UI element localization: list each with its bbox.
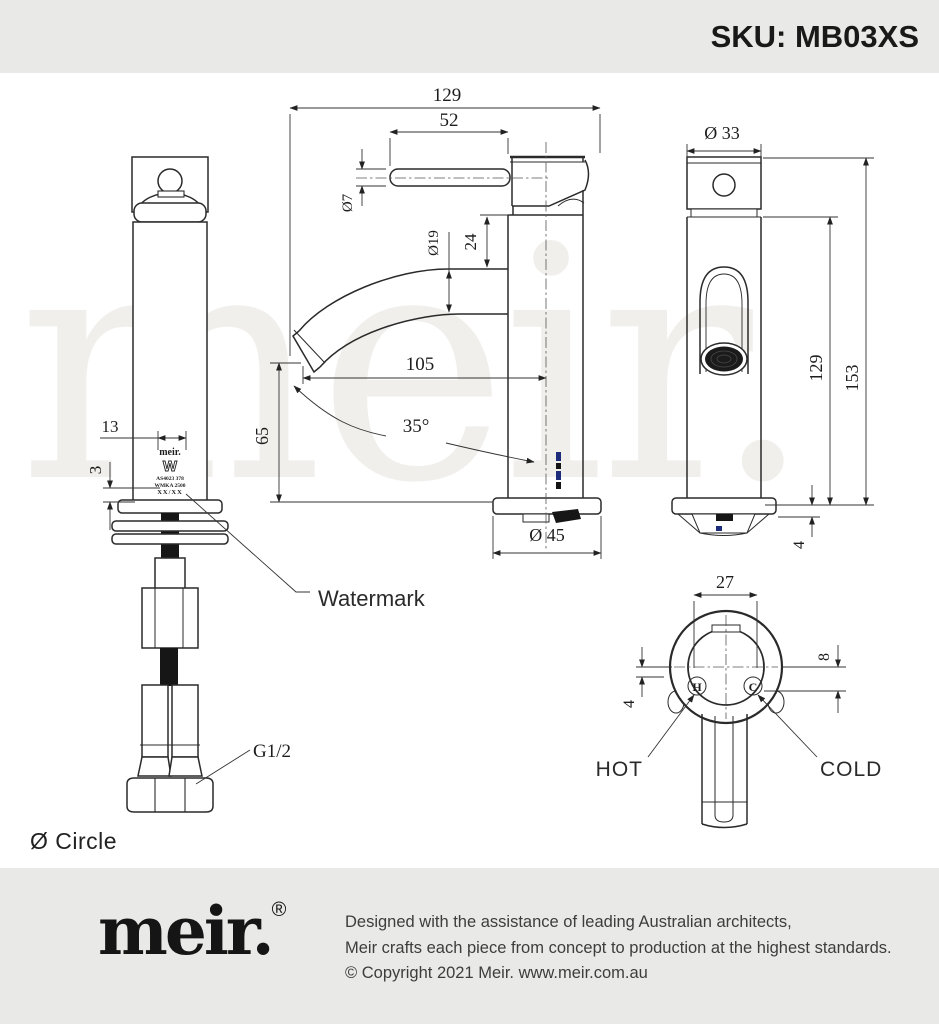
dim-inlet-span: 27 [716,572,734,592]
dim-handle-length: 52 [440,110,459,131]
cold-port-letter: C [749,680,758,694]
cert-line3: XX/XX [157,489,183,496]
watermark-w-icon: W [163,458,178,475]
dim-spout-reach: 105 [406,354,435,375]
footer-bar: meir.® Designed with the assistance of l… [0,868,939,1024]
dim-port-offset: 8 [816,653,833,661]
dim-port-inset: 4 [621,700,638,708]
cert-line2: WMKA 2500 [154,483,185,489]
front-dimensions [100,431,310,785]
cert-brand-text: meir. [159,447,181,458]
dim-spout-angle: 35° [403,416,430,437]
dim-logo-width: 13 [102,417,119,436]
thread-size-label: G1/2 [253,741,291,762]
hot-port-letter: H [692,680,702,694]
cert-line1: AS4023 378 [156,476,184,482]
dim-base-thickness: 3 [86,466,105,475]
footer-line-2: Meir crafts each piece from concept to p… [345,938,892,957]
dim-handle-dia: Ø7 [340,193,356,212]
cold-label: COLD [820,758,882,781]
side-dimensions [289,105,602,559]
dim-base-lip: 4 [791,541,808,549]
watermark-callout-label: Watermark [318,586,426,611]
side-centerlines [356,142,548,550]
footer-line-1: Designed with the assistance of leading … [345,913,792,931]
cert-sticker [556,452,561,489]
diameter-legend: Ø Circle [30,828,118,854]
plan-centerlines [674,615,778,719]
dim-spout-drop: 24 [461,233,480,251]
dim-outlet-height: 65 [252,427,272,445]
side-view [292,155,602,523]
dim-overall-reach: 129 [433,85,462,106]
meir-logo: meir.® [98,898,286,964]
dim-body-dia: Ø 33 [704,123,740,143]
footer-text: Designed with the assistance of leading … [345,910,892,987]
header-bar: SKU: MB03XS [0,0,939,73]
meir-logo-text: meir. [98,892,275,970]
plan-view [667,609,785,829]
dim-spout-dia: Ø19 [426,230,442,256]
dim-body-height: 129 [806,355,826,382]
rear-view [671,156,777,536]
sku-label: SKU: MB03XS [710,19,919,54]
plan-dimensions [636,592,846,758]
registered-mark: ® [271,899,287,921]
rear-dimensions [686,144,874,537]
outlet-height-dimension [270,362,493,503]
certification-mark: meir. W AS4023 378 WMKA 2500 XX/XX [154,447,185,496]
hot-label: HOT [596,758,643,781]
dim-base-dia: Ø 45 [529,525,565,545]
dim-overall-height: 153 [842,365,862,392]
footer-line-3: © Copyright 2021 Meir. www.meir.com.au [345,964,648,983]
